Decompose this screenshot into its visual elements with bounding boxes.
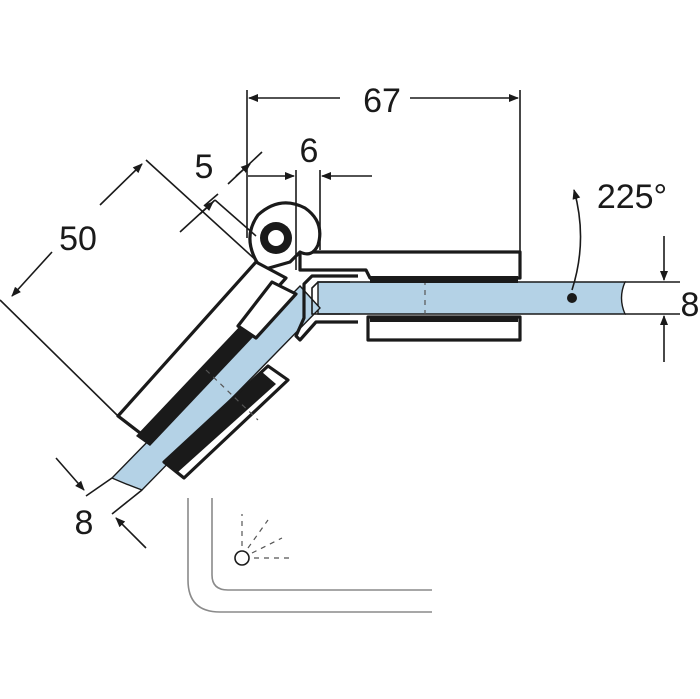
- rotation-point: [567, 293, 577, 303]
- angle-label: 225°: [597, 178, 667, 216]
- dim-gap: 6: [248, 132, 372, 270]
- dim-8-right-label: 8: [681, 286, 700, 324]
- dim-50-label: 50: [59, 220, 97, 258]
- dim-leaf-length: 50: [0, 159, 259, 417]
- dim-glass-thickness-right: 8: [625, 236, 699, 362]
- shower-tray-icon: [187, 498, 432, 613]
- right-glass-panel: [317, 270, 627, 326]
- angle-indicator: 225°: [571, 178, 667, 291]
- dim-6-label: 6: [300, 132, 319, 170]
- dim-glass-thickness-left: 8: [55, 457, 147, 549]
- hinge-body: [116, 201, 522, 480]
- dim-5-label: 5: [195, 148, 214, 186]
- dim-67-label: 67: [363, 82, 401, 120]
- dim-8-left-label: 8: [75, 504, 94, 542]
- drain-icon: [234, 550, 250, 566]
- dim-pin-offset: 5: [179, 148, 263, 237]
